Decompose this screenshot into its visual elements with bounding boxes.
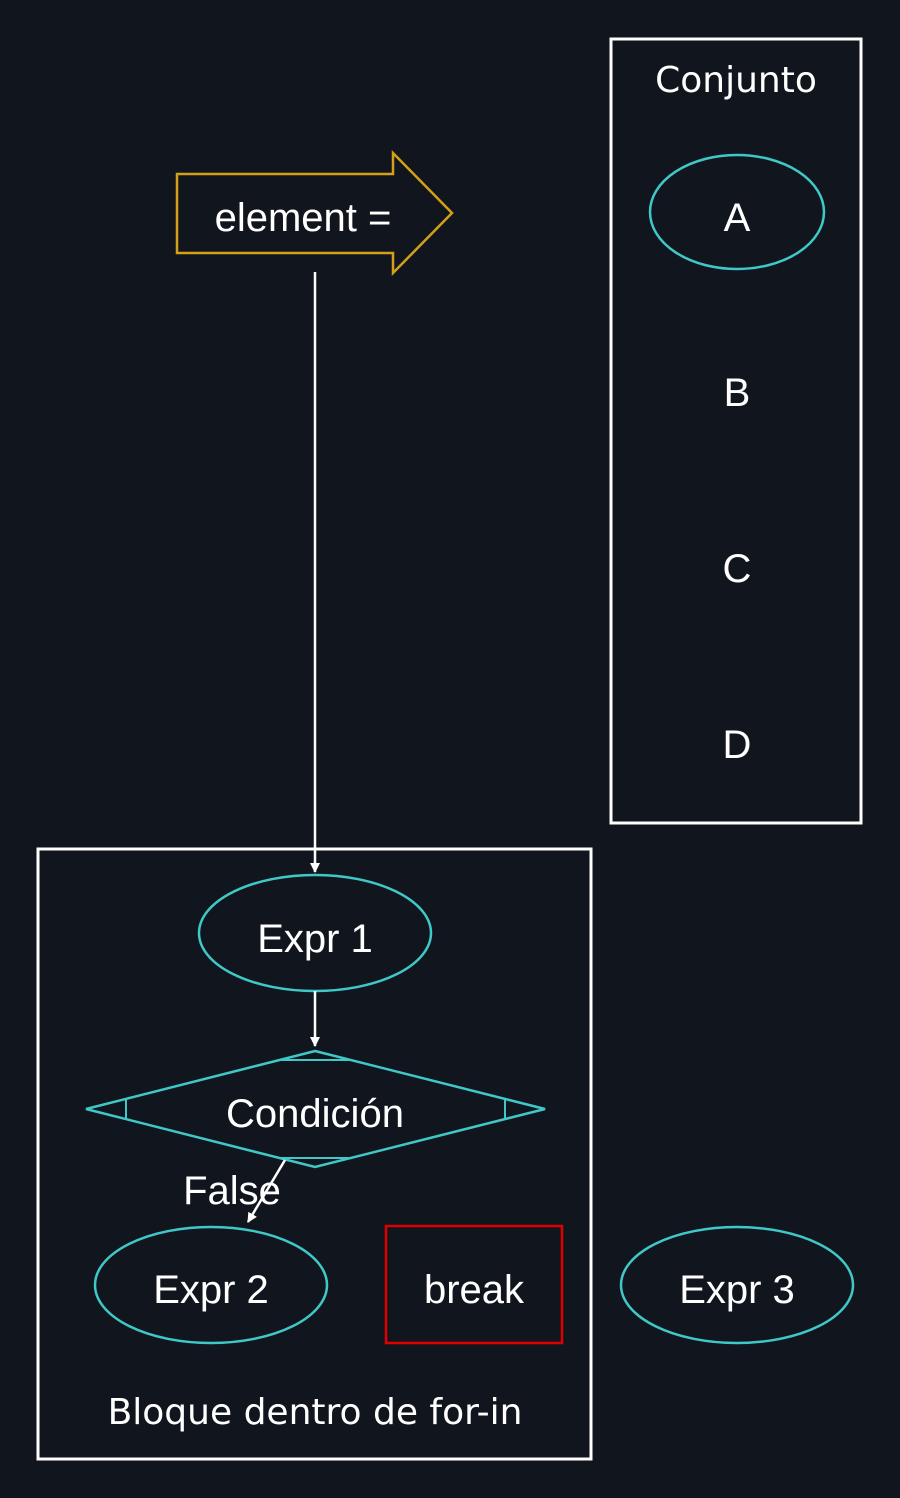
expr2-node-label: Expr 2 [153,1268,269,1312]
expr1-node-label: Expr 1 [257,917,373,961]
expr1-node: Expr 1 [197,873,433,993]
break-node-label: break [424,1268,525,1312]
edge-condition-to-expr2 [246,1159,287,1223]
expr3-node-label: Expr 3 [679,1268,795,1312]
conjunto-cluster-label: Conjunto [655,60,817,101]
loop-block-cluster-label: Bloque dentro de for-in [108,1392,523,1433]
condition-node: Condición [85,1049,546,1169]
set-item-b: B [724,371,751,415]
break-node: break [384,1224,564,1345]
set-item-a-label: A [724,196,751,240]
condition-node-label: Condición [226,1092,404,1136]
element-node-label: element = [215,196,392,240]
set-item-d: D [723,723,752,767]
edge-false-label: False [183,1169,281,1213]
element-node: element = [175,149,454,277]
set-item-c: C [723,547,752,591]
expr3-node: Expr 3 [619,1225,855,1345]
set-item-a: A [648,153,826,271]
expr2-node: Expr 2 [93,1225,329,1345]
loop-block-cluster: Bloque dentro de for-in Expr 1 Condición… [36,847,593,1461]
conjunto-cluster: Conjunto A B C D [609,37,863,825]
